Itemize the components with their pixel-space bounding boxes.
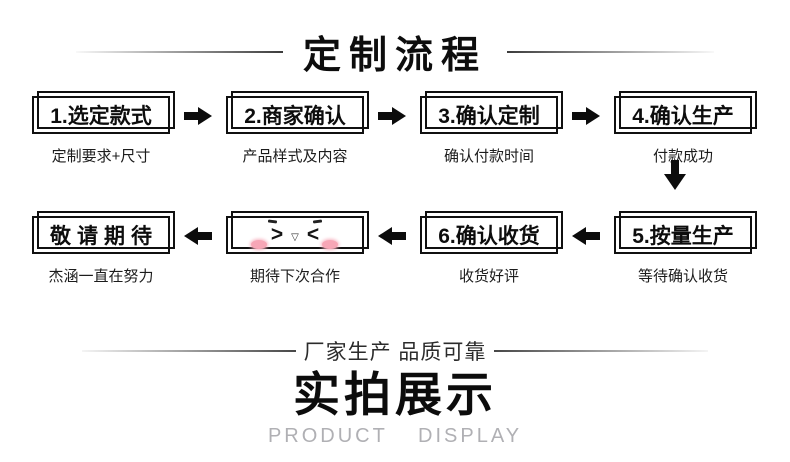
flow-step-1: 1.选定款式 定制要求+尺寸 (30, 96, 172, 166)
flow-step-emoticon: > ▽ < 期待下次合作 (224, 216, 366, 286)
title-left-line (75, 50, 283, 53)
flow-step-label: 6.确认收货 (438, 225, 540, 248)
kawaii-face-icon: > ▽ < (228, 218, 362, 252)
flow-step-final: 敬请期待 杰涵一直在努力 (30, 216, 172, 286)
mouth: ▽ (291, 232, 299, 243)
flow-step-box: 敬请期待 (32, 216, 170, 254)
display-section-divider: 厂家生产 品质可靠 (0, 336, 790, 366)
flow-step-label: 3.确认定制 (438, 105, 540, 128)
display-section-title: 实拍展示 (293, 368, 497, 421)
divider-right-line (494, 350, 709, 352)
flow-step-caption: 定制要求+尺寸 (51, 148, 151, 165)
arrow-right-icon (172, 96, 224, 126)
flow-step-box: 2.商家确认 (226, 96, 364, 134)
flow-step-label: 4.确认生产 (632, 105, 734, 128)
eye-left: > (270, 223, 284, 246)
title-right-line (507, 50, 714, 53)
eye-right: < (306, 223, 320, 246)
arrow-right-icon (366, 96, 418, 126)
arrow-right-icon (560, 96, 612, 126)
flow-step-2: 2.商家确认 产品样式及内容 (224, 96, 366, 166)
flow-step-caption: 杰涵一直在努力 (48, 268, 154, 285)
flow-step-box: 1.选定款式 (32, 96, 170, 134)
divider-label: 厂家生产 品质可靠 (303, 341, 487, 364)
flow-step-caption: 期待下次合作 (249, 268, 340, 285)
display-section-subtitle: PRODUCT DISPLAY (267, 425, 523, 447)
divider-left-line (81, 350, 296, 352)
flow-step-box: 5.按量生产 (614, 216, 752, 254)
blush-left (251, 240, 267, 249)
flow-row-2: 敬请期待 杰涵一直在努力 > ▽ < 期 (30, 216, 754, 286)
flow-step-box: 6.确认收货 (420, 216, 558, 254)
flow-step-4: 4.确认生产 付款成功 (612, 96, 754, 166)
flow-step-label: 2.商家确认 (244, 105, 346, 128)
flow-step-label: 1.选定款式 (50, 105, 152, 128)
flow-step-caption: 收货好评 (458, 268, 519, 285)
flow-step-label: 敬请期待 (50, 225, 158, 248)
flow-step-5: 5.按量生产 等待确认收货 (612, 216, 754, 286)
flow-step-6: 6.确认收货 收货好评 (418, 216, 560, 286)
flow-step-caption: 付款成功 (652, 148, 713, 165)
flow-step-3: 3.确认定制 确认付款时间 (418, 96, 560, 166)
flow-step-box: 4.确认生产 (614, 96, 752, 134)
flow-section-header: 定制流程 (0, 24, 790, 79)
flow-section-title: 定制流程 (302, 35, 487, 77)
arrow-left-icon (172, 216, 224, 246)
flow-step-caption: 确认付款时间 (443, 148, 534, 165)
flow-step-label: 5.按量生产 (632, 225, 734, 248)
arrow-left-icon (560, 216, 612, 246)
flow-step-caption: 等待确认收货 (637, 268, 728, 285)
flow-step-caption: 产品样式及内容 (242, 148, 348, 165)
flow-step-box: 3.确认定制 (420, 96, 558, 134)
arrow-left-icon (366, 216, 418, 246)
flow-step-box: > ▽ < (226, 216, 364, 254)
flow-row-1: 1.选定款式 定制要求+尺寸 2.商家确认 产品样式及内容 3.确认定制 确认付… (30, 96, 754, 166)
arrow-down-icon (664, 160, 686, 190)
blush-right (322, 240, 338, 249)
